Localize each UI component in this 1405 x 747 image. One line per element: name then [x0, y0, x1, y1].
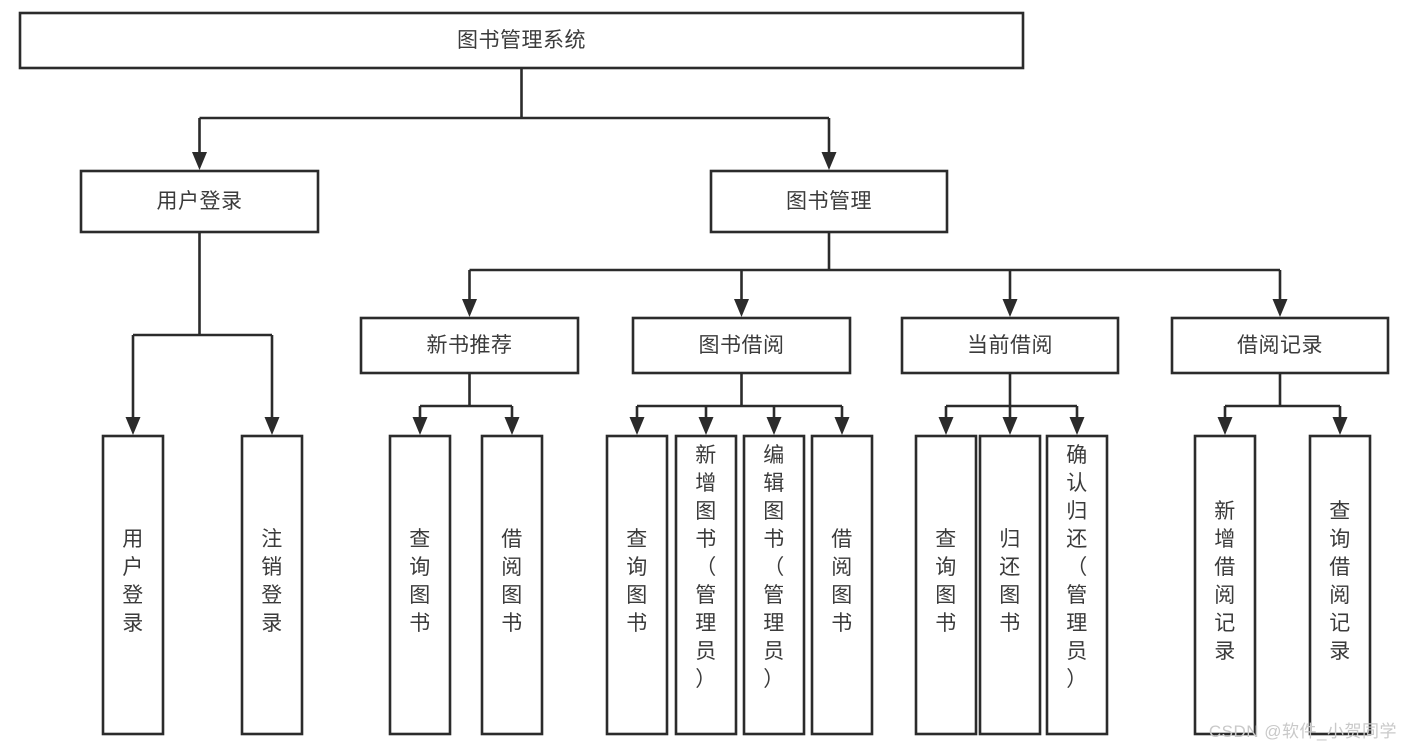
node-label: 新增借阅记录 [1214, 500, 1236, 663]
node-leaf-return-book[interactable]: 归还图书 [978, 434, 1042, 736]
node-label: 借阅记录 [1237, 334, 1323, 357]
node-label: 查询图书 [935, 528, 957, 635]
node-label: 图书借阅 [699, 334, 785, 357]
node-root[interactable]: 图书管理系统 [18, 11, 1025, 70]
node-label: 当前借阅 [967, 334, 1053, 357]
node-label: 借阅图书 [501, 528, 523, 635]
node-label: 归还图书 [999, 528, 1021, 635]
node-label: 图书管理 [786, 190, 872, 213]
node-label: 新书推荐 [427, 334, 513, 357]
node-label: 图书管理系统 [457, 29, 586, 52]
node-leaf-add-record[interactable]: 新增借阅记录 [1193, 434, 1257, 736]
node-label: 用户登录 [157, 190, 243, 213]
connector-edge-current-borrow-bus [938, 373, 1085, 435]
node-label: 确认归还（管理员） [1066, 444, 1088, 691]
connector-edge-borrow-record-bus [1217, 373, 1348, 435]
node-leaf-query-record[interactable]: 查询借阅记录 [1308, 434, 1372, 736]
nodes-layer: 图书管理系统用户登录图书管理新书推荐图书借阅当前借阅借阅记录用户登录注销登录查询… [18, 11, 1390, 736]
edges-layer [125, 68, 1348, 435]
node-current-borrow[interactable]: 当前借阅 [900, 316, 1120, 375]
node-new-book-rec[interactable]: 新书推荐 [359, 316, 580, 375]
connector-edge-book-borrow-bus [629, 373, 850, 435]
node-label: 注销登录 [261, 528, 283, 635]
node-leaf-user-login[interactable]: 用户登录 [101, 434, 165, 736]
node-leaf-borrow-book-rec[interactable]: 借阅图书 [480, 434, 544, 736]
node-leaf-edit-book[interactable]: 编辑图书（管理员） [742, 434, 806, 736]
node-leaf-query-book-cur[interactable]: 查询图书 [914, 434, 978, 736]
node-user-login[interactable]: 用户登录 [79, 169, 320, 234]
connector-edge-book-manage-bus [462, 232, 1288, 317]
node-leaf-borrow-book[interactable]: 借阅图书 [810, 434, 874, 736]
node-leaf-confirm-return[interactable]: 确认归还（管理员） [1045, 434, 1109, 736]
node-label: 编辑图书（管理员） [763, 444, 785, 691]
connector-edge-new-book-rec-bus [412, 373, 520, 435]
node-label: 新增图书（管理员） [695, 444, 717, 691]
node-borrow-record[interactable]: 借阅记录 [1170, 316, 1390, 375]
node-label: 查询图书 [409, 528, 431, 635]
node-book-borrow[interactable]: 图书借阅 [631, 316, 852, 375]
node-label: 借阅图书 [831, 528, 853, 635]
node-label: 用户登录 [122, 528, 144, 635]
node-leaf-add-book[interactable]: 新增图书（管理员） [674, 434, 738, 736]
connector-edge-root-bus [192, 68, 837, 170]
node-leaf-logout[interactable]: 注销登录 [240, 434, 304, 736]
node-label: 查询图书 [626, 528, 648, 635]
node-leaf-query-book-rec[interactable]: 查询图书 [388, 434, 452, 736]
node-label: 查询借阅记录 [1329, 500, 1351, 663]
node-book-manage[interactable]: 图书管理 [709, 169, 949, 234]
node-leaf-query-book[interactable]: 查询图书 [605, 434, 669, 736]
connector-edge-user-login-bus [125, 232, 280, 435]
